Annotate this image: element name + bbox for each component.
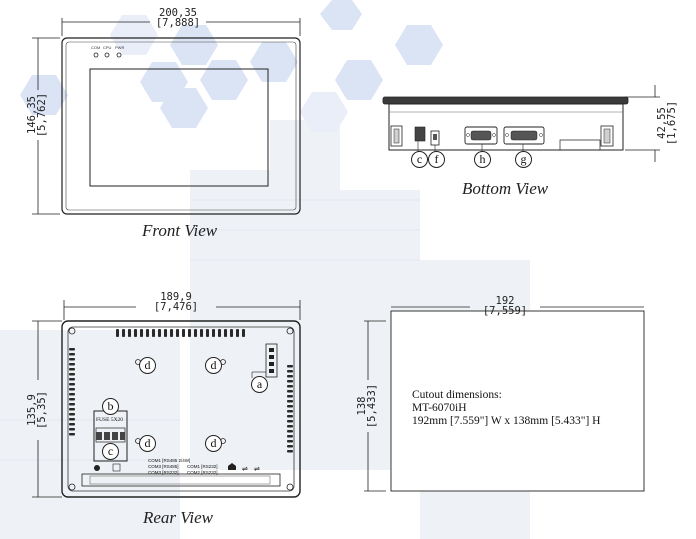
callout-d-bottom-left: d: [139, 435, 156, 452]
terminal-block: [96, 432, 125, 440]
front-screen: [89, 68, 269, 187]
cutout-rectangle: [390, 310, 645, 492]
bottom-body: [388, 103, 624, 151]
front-width-mm: 200,35: [159, 7, 197, 19]
right-vents: [287, 365, 293, 453]
power-jack: [414, 126, 426, 142]
callout-d-bottom-right: d: [205, 435, 222, 452]
led-pwr-icon: [116, 52, 122, 58]
callout-d-top-left: d: [139, 357, 156, 374]
port-label-com3-rs232: COM3 [RS232]: [148, 470, 179, 475]
cutout-width-mm: 192: [495, 295, 515, 307]
top-vents: [116, 329, 245, 337]
callout-d-top-right: d: [205, 357, 222, 374]
port-label-com3-rs485: COM3 [RS485]: [148, 464, 179, 469]
left-vents: [69, 348, 75, 436]
callout-b: b: [102, 398, 119, 415]
led-cpu-icon: [104, 52, 110, 58]
port-label-com1-rs485: COM1 [RS485 2/4W]: [148, 458, 191, 463]
dip-switch: [265, 343, 278, 378]
front-width-dimension: 200,35 [7,888]: [152, 7, 204, 29]
port-label-com2-rs232: COM2 [RS232]: [187, 470, 218, 475]
led-com-icon: [93, 52, 99, 58]
callout-f: f: [428, 151, 445, 168]
front-view-caption: Front View: [142, 221, 218, 240]
callout-h: h: [474, 151, 491, 168]
port-label-com1-rs232: COM1 [RS232]: [187, 464, 218, 469]
bottom-view-caption: Bottom View: [462, 179, 549, 198]
rear-view-caption: Rear View: [143, 508, 214, 527]
svg-text:⇌: ⇌: [242, 465, 248, 473]
rear-housing: [61, 320, 301, 498]
db9-port-h: [464, 126, 498, 145]
rear-width-mm: 189,9: [160, 291, 192, 303]
cutout-title: Cutout dimensions:: [412, 389, 502, 401]
db9-port-g: [503, 126, 545, 145]
callout-c-rear: c: [102, 443, 119, 460]
cutout-width-dimension: 192 [7,559]: [472, 295, 538, 317]
led-label-pwr: PWR: [115, 45, 125, 50]
cutout-spec: 192mm [7.559"] W x 138mm [5.433"] H: [412, 415, 601, 427]
callout-c-bottom: c: [411, 151, 428, 168]
front-width-in: [7,888]: [155, 17, 201, 29]
rear-width-in: [7,476]: [153, 301, 199, 313]
led-label-com: COM: [91, 45, 101, 50]
cutout-height-dimension: 138 [5,433]: [356, 378, 379, 434]
cutout-height-in: [5,433]: [366, 383, 378, 429]
led-label-cpu: CPU: [103, 45, 112, 50]
callout-a: a: [251, 376, 268, 393]
svg-text:⇌: ⇌: [254, 465, 260, 473]
cutout-model: MT-6070iH: [412, 402, 467, 414]
cutout-width-in: [7,559]: [482, 305, 528, 317]
rear-width-dimension: 189,9 [7,476]: [142, 291, 210, 313]
fuse-label: FUSE 5X20: [96, 417, 124, 423]
front-bezel: [61, 37, 301, 215]
callout-g: g: [515, 151, 532, 168]
